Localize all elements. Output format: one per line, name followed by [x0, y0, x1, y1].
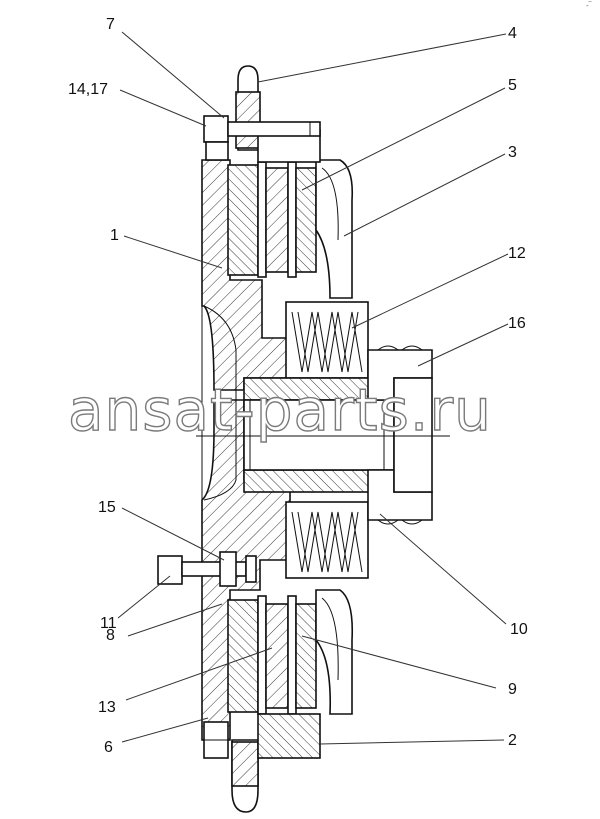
bolt-part-6 [203, 721, 229, 759]
callout-label-9: 9 [508, 681, 517, 698]
hub-and-bore [196, 345, 450, 525]
callout-13: 13 [98, 647, 273, 716]
callout-label-15: 15 [98, 499, 116, 516]
bolt-part-14-17 [203, 115, 321, 161]
callout-11: 11 [100, 575, 171, 632]
callout-8: 8 [106, 603, 223, 644]
callout-9: 9 [301, 635, 517, 698]
pressure-plate-part-3 [315, 159, 354, 715]
callout-label-5: 5 [508, 77, 517, 94]
callout-15: 15 [98, 499, 225, 561]
callout-14-17: 14,17 [68, 81, 207, 127]
callout-16: 16 [417, 315, 526, 367]
friction-discs-upper [227, 161, 317, 278]
callout-7: 7 [106, 16, 225, 119]
spring-pack-part-12-lower [285, 501, 369, 579]
callout-label-4: 4 [508, 25, 517, 42]
callout-label-8: 8 [106, 627, 115, 644]
callout-label-12: 12 [508, 245, 526, 262]
callout-label-6: 6 [104, 739, 113, 756]
callout-label-14-17: 14,17 [68, 81, 108, 98]
callout-label-7: 7 [106, 16, 115, 33]
callout-2: 2 [319, 732, 517, 749]
callout-3: 3 [343, 144, 517, 237]
friction-discs-lower [227, 595, 317, 715]
callout-label-10: 10 [510, 621, 528, 638]
corner-mark: -‾ [586, 1, 592, 10]
bolt-part-15-11 [157, 551, 257, 587]
watermark: ansat-parts.ru [68, 376, 492, 444]
callout-6: 6 [104, 717, 209, 756]
callout-10: 10 [379, 513, 528, 638]
spring-pack-part-12-upper [285, 301, 369, 379]
callout-label-3: 3 [508, 144, 517, 161]
callout-4: 4 [257, 25, 517, 83]
callout-label-13: 13 [98, 699, 116, 716]
callout-label-2: 2 [508, 732, 517, 749]
callout-label-1: 1 [110, 227, 119, 244]
callout-12: 12 [351, 245, 526, 329]
callout-label-11: 11 [100, 615, 117, 632]
callout-5: 5 [301, 77, 517, 191]
callout-1: 1 [110, 227, 223, 269]
callout-label-16: 16 [508, 315, 526, 332]
